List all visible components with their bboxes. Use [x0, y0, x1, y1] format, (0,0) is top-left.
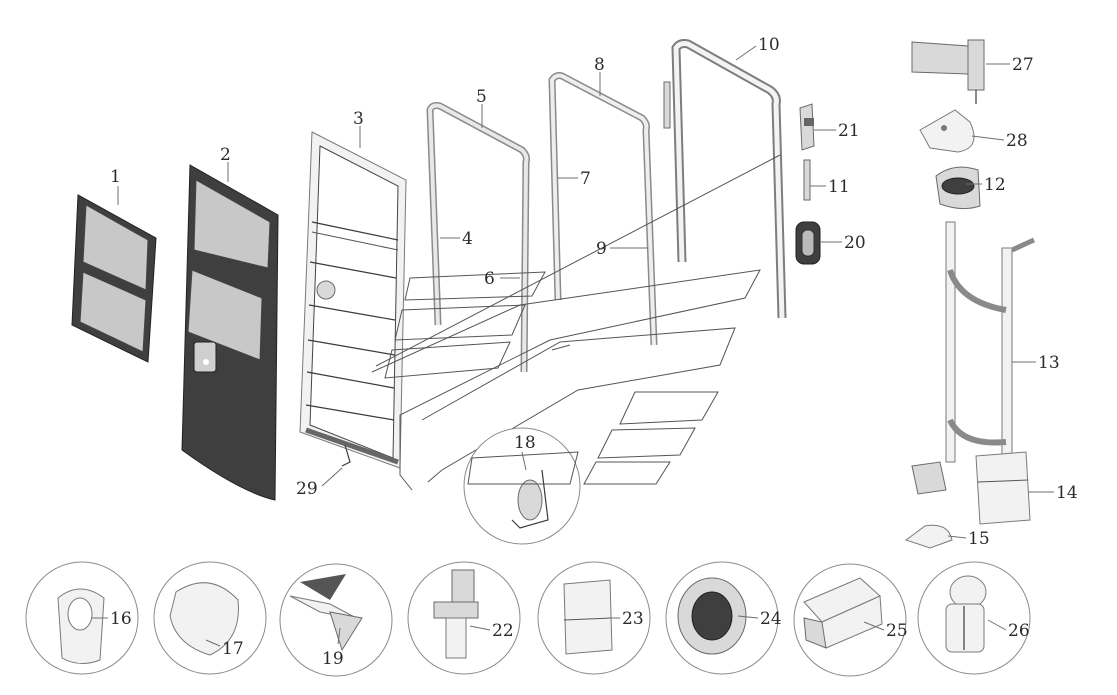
part-18-roller-detail	[463, 427, 581, 545]
part-27-hinge	[911, 39, 985, 104]
part-26-clamp-detail	[917, 561, 1031, 675]
callout-labels: 1 2 3 4 5 6 7 8 9 10 11 12 13 14 15 16 1…	[110, 35, 1078, 669]
callout-7: 7	[580, 169, 591, 189]
part-3-door-frame	[299, 131, 407, 469]
callout-19: 19	[322, 649, 344, 669]
callout-12: 12	[984, 175, 1006, 195]
part-24-roller-detail	[665, 561, 779, 675]
leader-lines	[92, 45, 1054, 647]
part-16-bracket-detail	[25, 561, 139, 675]
part-1-window-pane	[71, 194, 157, 363]
part-6-trim-panels	[371, 154, 781, 491]
part-12-cap	[935, 166, 981, 210]
callout-22: 22	[492, 621, 514, 641]
callout-14: 14	[1056, 483, 1078, 503]
part-21-bracket	[799, 103, 815, 151]
callout-27: 27	[1012, 55, 1034, 75]
part-2-door-panel	[181, 164, 279, 501]
callout-29: 29	[296, 479, 318, 499]
part-23-housing-detail	[537, 561, 651, 675]
callout-18: 18	[514, 433, 536, 453]
part-20-handle	[795, 221, 821, 265]
part-19-angle-detail	[279, 563, 393, 677]
callout-6: 6	[484, 269, 495, 289]
callout-20: 20	[844, 233, 866, 253]
callout-10: 10	[758, 35, 780, 55]
part-7-8-seal-strip	[548, 72, 658, 346]
callout-4: 4	[462, 229, 473, 249]
callout-3: 3	[353, 109, 364, 129]
part-10-outer-seal	[663, 39, 787, 319]
callout-5: 5	[476, 87, 487, 107]
callout-26: 26	[1008, 621, 1030, 641]
callout-23: 23	[622, 609, 644, 629]
callout-13: 13	[1038, 353, 1060, 373]
callout-8: 8	[594, 55, 605, 75]
part-17-cap-detail	[153, 561, 267, 675]
part-15-foot-bracket	[904, 524, 953, 549]
part-25-rail-detail	[793, 563, 907, 677]
callout-1: 1	[110, 167, 121, 187]
part-11-pin	[803, 159, 811, 201]
part-13-rod-assembly	[945, 221, 1036, 469]
callout-9: 9	[596, 239, 607, 259]
callout-25: 25	[886, 621, 908, 641]
callout-17: 17	[222, 639, 244, 659]
callout-16: 16	[110, 609, 132, 629]
part-14-housing	[911, 451, 1031, 525]
callout-21: 21	[838, 121, 860, 141]
callout-11: 11	[828, 177, 850, 197]
callout-24: 24	[760, 609, 782, 629]
callout-15: 15	[968, 529, 990, 549]
part-4-5-seal-strip	[426, 102, 530, 373]
callout-28: 28	[1006, 131, 1028, 151]
part-28-plate	[919, 109, 975, 153]
callout-2: 2	[220, 145, 231, 165]
part-22-valve-detail	[407, 561, 521, 675]
